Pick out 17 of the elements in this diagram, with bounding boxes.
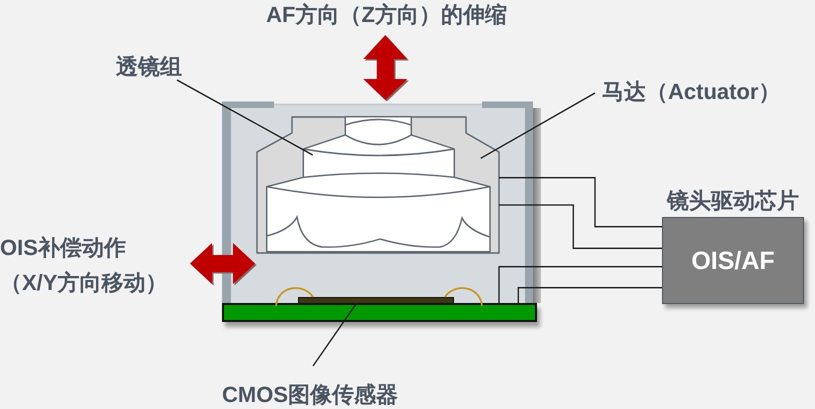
circuit-board xyxy=(222,303,537,322)
wire xyxy=(499,204,662,249)
driver-chip-box: OIS/AF xyxy=(662,217,804,304)
part-label: 马达（Actuator） xyxy=(602,79,780,105)
direction-label: AF方向（Z方向）的伸缩 xyxy=(266,2,507,28)
leader-line xyxy=(176,79,314,156)
leader-line xyxy=(480,92,596,159)
wire xyxy=(499,177,662,228)
bond-wire xyxy=(444,287,483,306)
chip-heading: 镜头驱动芯片 xyxy=(667,188,799,214)
part-label: 透镜组 xyxy=(116,54,182,80)
bond-wire xyxy=(275,287,314,306)
wire xyxy=(518,287,662,303)
leader-line xyxy=(312,302,358,366)
wire xyxy=(498,266,662,303)
direction-label: OIS补偿动作（X/Y方向移动） xyxy=(0,234,168,296)
part-label: CMOS图像传感器 xyxy=(222,382,398,408)
